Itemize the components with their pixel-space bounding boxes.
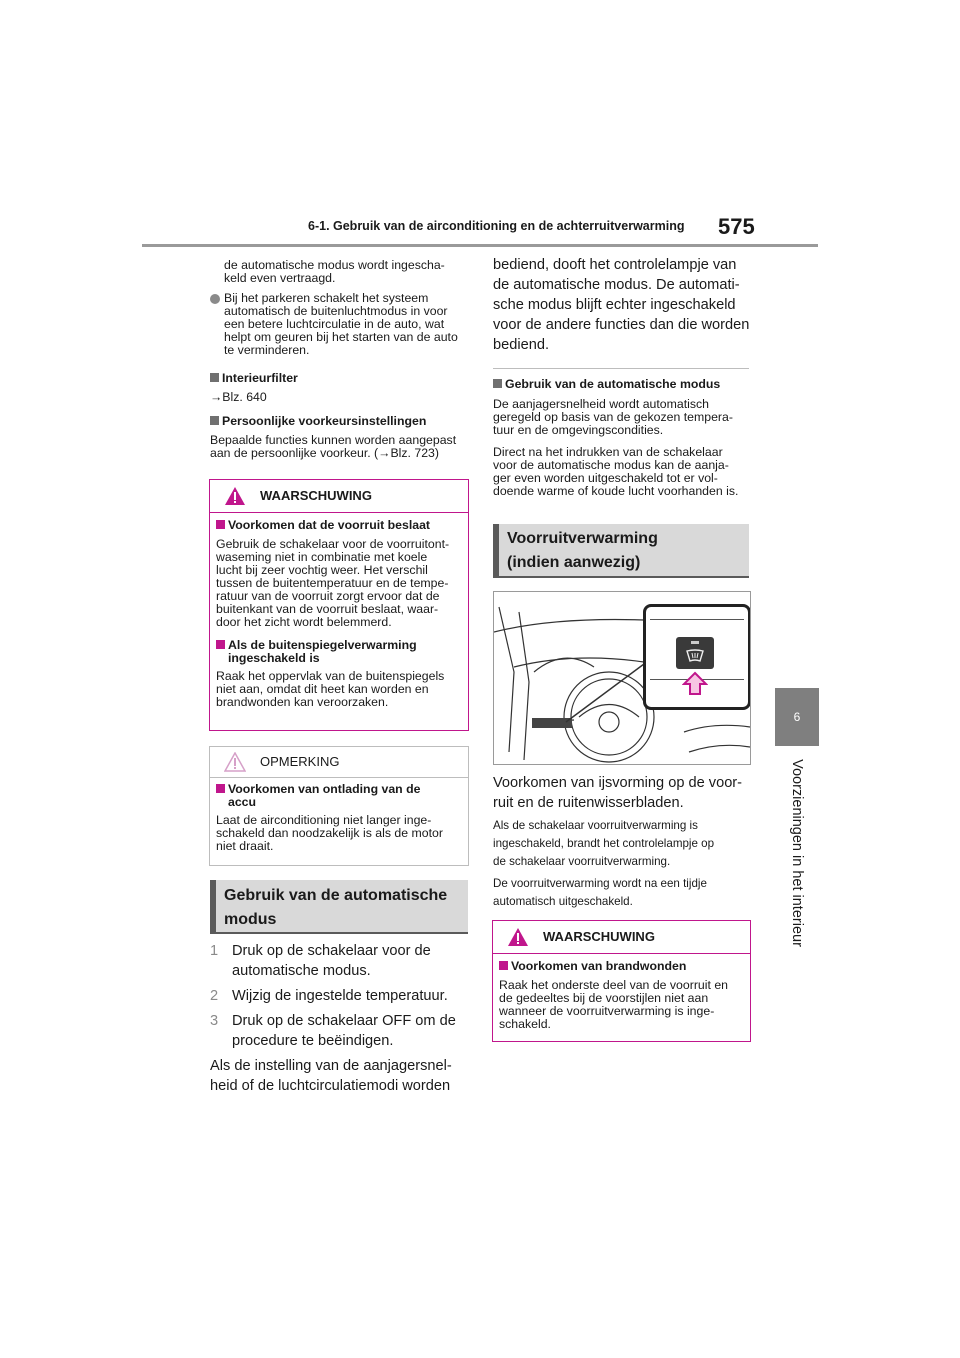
note-header: OPMERKING — [210, 747, 468, 778]
auto-text-2: Direct na het indrukken van de schakelaa… — [493, 445, 739, 498]
square-bullet-icon — [216, 640, 225, 649]
heading-interior-filter: Interieurfilter — [210, 372, 298, 385]
square-bullet-icon — [493, 379, 502, 388]
note-text: Laat de airconditioning niet langer inge… — [216, 813, 443, 853]
warning-header: WAARSCHUWING — [210, 480, 468, 513]
warning-box: WAARSCHUWING Voorkomen dat de voorruit b… — [209, 479, 469, 731]
zoom-callout — [643, 604, 750, 710]
note-subheading: Voorkomen van ontlading van de accu — [216, 783, 462, 809]
defroster-switch[interactable] — [676, 637, 714, 669]
warning-subheading: Voorkomen dat de voorruit beslaat — [216, 519, 462, 532]
dashboard-illustration — [493, 591, 751, 765]
warning-text: Raak het onderste deel van de voorruit e… — [499, 978, 729, 1031]
filter-reference[interactable]: →Blz. 640 — [210, 390, 267, 404]
dashboard-drawing — [494, 606, 750, 763]
header-rule — [142, 244, 818, 247]
warning-box: WAARSCHUWING Voorkomen van brandwonden R… — [492, 920, 751, 1042]
chapter-tab: 6 — [775, 688, 819, 746]
defroster-text-2: De voorruitverwarming wordt na een tijdj… — [493, 877, 707, 908]
tail-text: Als de instelling van de aanjagersnel-he… — [210, 1058, 452, 1094]
warning-triangle-icon — [508, 928, 528, 946]
note-box: OPMERKING Voorkomen van ontlading van de… — [209, 746, 469, 866]
square-bullet-icon — [210, 373, 219, 382]
illustration-caption: Voorkomen van ijsvorming op de voor-ruit… — [493, 775, 743, 811]
square-bullet-icon — [210, 416, 219, 425]
arrow-up-icon — [682, 671, 708, 695]
section-title: 6-1. Gebruik van de airconditioning en d… — [308, 219, 685, 233]
defroster-icon — [686, 649, 704, 662]
warning-header: WAARSCHUWING — [493, 921, 750, 954]
warning-subheading: Als de buitenspiegelverwarming ingeschak… — [216, 639, 462, 665]
divider — [493, 368, 749, 369]
warning-text: Raak het oppervlak van de buitenspiegels… — [216, 669, 445, 709]
warning-triangle-icon — [225, 487, 245, 505]
square-bullet-icon — [216, 520, 225, 529]
warning-text: Gebruik de schakelaar voor de voorruiton… — [216, 537, 450, 629]
intro-text: de automatische modus wordt ingescha-kel… — [224, 258, 445, 285]
bullet-icon — [210, 294, 220, 304]
page-number: 575 — [718, 214, 755, 239]
section-heading-defroster: Voorruitverwarming(indien aanwezig) — [493, 524, 749, 578]
caution-triangle-icon — [224, 752, 246, 772]
preferences-text: Bepaalde functies kunnen worden aangepas… — [210, 433, 457, 460]
chapter-label: Voorzieningen in het interieur — [789, 759, 805, 947]
heading-auto-mode: Gebruik van de automatische modus — [493, 378, 720, 391]
warning-subheading: Voorkomen van brandwonden — [499, 960, 744, 973]
square-bullet-icon — [499, 961, 508, 970]
square-bullet-icon — [216, 784, 225, 793]
heading-preferences: Persoonlijke voorkeursinstellingen — [210, 415, 426, 428]
